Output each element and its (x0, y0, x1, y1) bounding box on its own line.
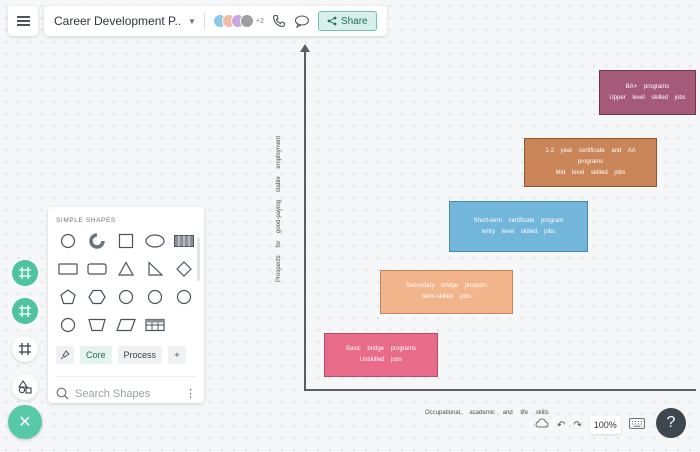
phone-icon[interactable] (272, 14, 286, 28)
tab-process[interactable]: Process (117, 346, 163, 364)
triangle-shape[interactable] (114, 260, 138, 278)
short-term-certificate-box[interactable]: Short-term certificate program entry lev… (449, 201, 588, 252)
chat-icon[interactable] (294, 14, 310, 28)
library-tabs: Core Process + (56, 346, 196, 364)
right-triangle-shape[interactable] (143, 260, 167, 278)
box-subtitle: semi-skilled jobs (421, 294, 471, 300)
more-options-icon[interactable]: ⋮ (185, 388, 196, 400)
frame-icon (19, 267, 31, 279)
x-axis[interactable] (304, 389, 696, 391)
collaborator-avatars[interactable]: +2 (212, 14, 264, 28)
avatar[interactable] (239, 14, 254, 28)
frame-tool-button[interactable] (12, 260, 38, 286)
crop-tool-button[interactable] (12, 336, 38, 362)
top-bar: Career Development P... ▼ +2 Share (8, 6, 387, 36)
left-toolbar (12, 260, 38, 400)
more-collaborators-count: +2 (255, 17, 264, 25)
panel-title: SIMPLE SHAPES (56, 217, 116, 224)
document-title[interactable]: Career Development P... (54, 14, 180, 28)
redo-icon[interactable]: ↷ (573, 419, 582, 431)
shapes-icon (18, 380, 32, 394)
box-title: Short-term certificate program (473, 217, 564, 224)
share-label: Share (340, 15, 368, 27)
frame-tool-button-active[interactable] (12, 298, 38, 324)
shape-search: ⋮ (56, 376, 196, 400)
circle-shape[interactable] (143, 288, 167, 306)
parallelogram-shape[interactable] (114, 316, 138, 334)
shapes-panel: SIMPLE SHAPES Core Process + ⋮ (48, 207, 204, 403)
ellipse-shape[interactable] (143, 232, 167, 250)
octagon-shape[interactable] (114, 288, 138, 306)
ba-plus-box[interactable]: BA+ programs Upper level skilled jobs (599, 70, 696, 115)
shapes-library-button[interactable] (12, 374, 38, 400)
trapezoid-shape[interactable] (85, 316, 109, 334)
circle-shape[interactable] (56, 316, 80, 334)
grid-table-shape[interactable] (143, 316, 167, 334)
box-title: Basic bridge programs (345, 346, 417, 352)
box-subtitle: entry level skilled jobs (481, 228, 556, 235)
bottom-toolbar: ↶ ↷ 100% (535, 415, 645, 435)
box-title: 1-2 year certificate and AA (545, 148, 636, 154)
circle-shape[interactable] (56, 232, 80, 250)
chevron-down-icon[interactable]: ▼ (188, 16, 196, 26)
pentagon-shape[interactable] (56, 288, 80, 306)
share-button[interactable]: Share (317, 11, 377, 31)
crop-icon (19, 343, 31, 355)
box-title-cont: programs (577, 159, 604, 165)
box-title: Secondary bridge program (405, 283, 488, 289)
shape-grid (56, 232, 196, 334)
help-button[interactable]: ? (656, 408, 686, 438)
table-shape[interactable] (172, 232, 196, 250)
box-subtitle: Unskilled jobs (359, 357, 403, 363)
certificate-aa-box[interactable]: 1-2 year certificate and AA programs Mid… (524, 138, 657, 187)
document-header: Career Development P... ▼ +2 Share (44, 6, 387, 36)
cloud-save-icon[interactable] (535, 416, 549, 434)
add-library-button[interactable]: + (168, 346, 187, 364)
hamburger-icon (16, 20, 30, 22)
box-title: BA+ programs (625, 83, 670, 90)
keyboard-icon[interactable] (628, 416, 645, 434)
y-axis-label[interactable]: Prospects for good-paying stable employm… (276, 135, 282, 282)
close-button[interactable]: ✕ (8, 405, 42, 439)
search-icon (56, 387, 69, 400)
empty-slot (172, 316, 196, 334)
y-axis[interactable] (304, 50, 306, 390)
panel-scrollbar[interactable] (197, 237, 200, 281)
secondary-bridge-box[interactable]: Secondary bridge program semi-skilled jo… (380, 270, 513, 314)
box-subtitle: Mid level skilled jobs (555, 170, 626, 176)
diamond-shape[interactable] (172, 260, 196, 278)
x-axis-label[interactable]: Occupational, academic and life skills (425, 410, 549, 416)
close-icon: ✕ (18, 414, 32, 431)
pin-icon (60, 350, 70, 360)
zoom-level[interactable]: 100% (589, 416, 621, 434)
pin-tab[interactable] (56, 346, 74, 364)
y-axis-arrowhead (300, 44, 310, 52)
circle-shape[interactable] (172, 288, 196, 306)
tab-core[interactable]: Core (80, 346, 112, 364)
menu-button[interactable] (8, 6, 38, 36)
box-subtitle: Upper level skilled jobs (609, 94, 686, 101)
frame-icon (19, 305, 31, 317)
rounded-rectangle-shape[interactable] (85, 260, 109, 278)
rectangle-shape[interactable] (56, 260, 80, 278)
search-shapes-input[interactable] (75, 387, 179, 400)
square-shape[interactable] (114, 232, 138, 250)
divider (203, 12, 205, 30)
undo-icon[interactable]: ↶ (557, 419, 566, 431)
basic-bridge-box[interactable]: Basic bridge programs Unskilled jobs (324, 333, 438, 377)
share-icon (327, 16, 337, 26)
hexagon-shape[interactable] (85, 288, 109, 306)
donut-shape[interactable] (85, 232, 109, 250)
